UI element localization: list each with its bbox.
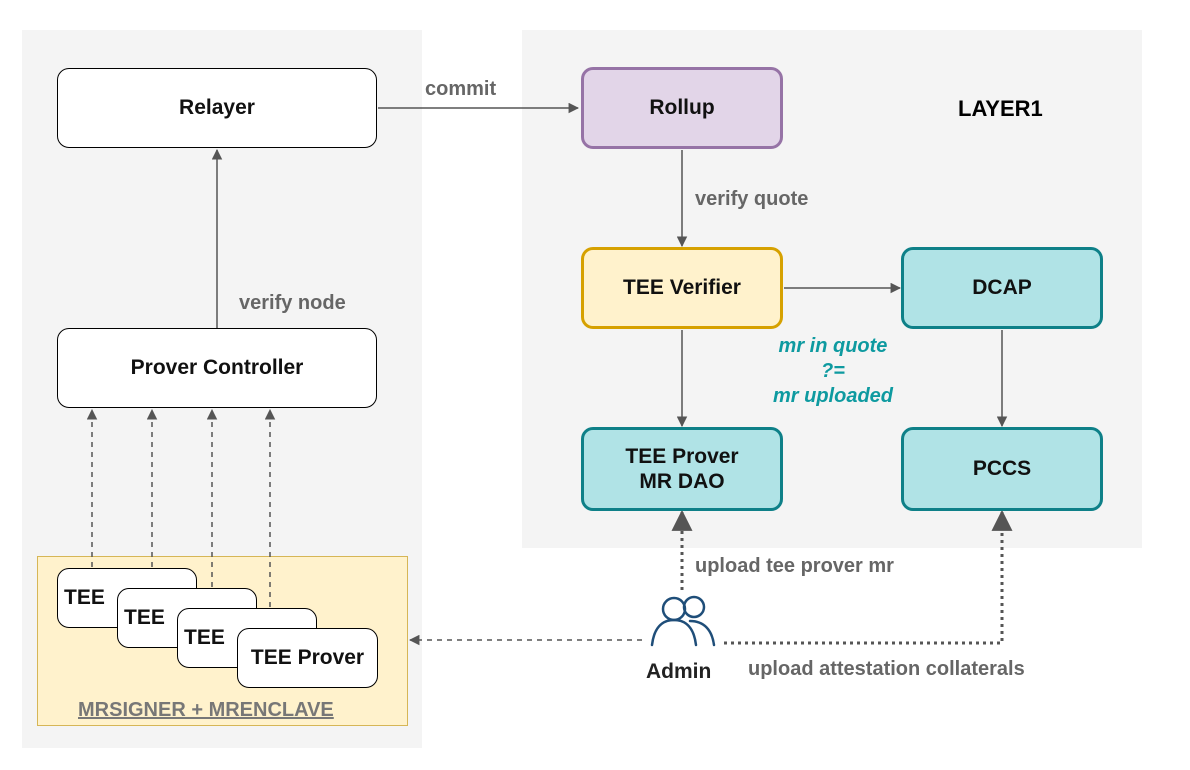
- layer1-title: LAYER1: [958, 96, 1043, 121]
- verify-node-label: verify node: [239, 292, 346, 314]
- dcap-node[interactable]: DCAP: [901, 247, 1103, 329]
- users-icon: [650, 595, 716, 647]
- mr-check-line1: mr in quote: [778, 335, 888, 357]
- mr-check-annotation: mr in quote ?= mr uploaded: [738, 334, 928, 409]
- pccs-label: PCCS: [972, 457, 1032, 481]
- prover-controller-node[interactable]: Prover Controller: [57, 328, 377, 408]
- tee-verifier-node[interactable]: TEE Verifier: [581, 247, 783, 329]
- rollup-label: Rollup: [649, 96, 715, 120]
- tee-verifier-label: TEE Verifier: [623, 276, 741, 300]
- edge-upload-collaterals: [724, 509, 1013, 645]
- tee-card-4-label: TEE Prover: [250, 646, 365, 670]
- tee-group-label: MRSIGNER + MRENCLAVE: [78, 699, 334, 721]
- relayer-node[interactable]: Relayer: [57, 68, 377, 148]
- pccs-node[interactable]: PCCS: [901, 427, 1103, 511]
- rollup-node[interactable]: Rollup: [581, 67, 783, 149]
- tee-prover-mr-dao-line2: MR DAO: [639, 470, 725, 493]
- verify-quote-label: verify quote: [695, 188, 809, 210]
- tee-prover-mr-dao-node[interactable]: TEE Prover MR DAO: [581, 427, 783, 511]
- relayer-label: Relayer: [179, 96, 255, 120]
- tee-card-4[interactable]: TEE Prover: [237, 628, 378, 688]
- tee-card-2-label: TEE: [124, 606, 165, 630]
- tee-prover-mr-dao-line1: TEE Prover: [625, 444, 739, 468]
- dcap-label: DCAP: [972, 276, 1032, 300]
- admin-label: Admin: [646, 660, 712, 683]
- upload-mr-label: upload tee prover mr: [695, 555, 894, 577]
- tee-card-1-label: TEE: [64, 586, 105, 610]
- prover-controller-label: Prover Controller: [130, 356, 304, 380]
- upload-collaterals-label: upload attestation collaterals: [748, 658, 1025, 680]
- tee-card-3-label: TEE: [184, 626, 225, 650]
- mr-check-line2: ?=: [821, 360, 845, 382]
- mr-check-line3: mr uploaded: [772, 385, 893, 407]
- commit-label: commit: [425, 78, 497, 100]
